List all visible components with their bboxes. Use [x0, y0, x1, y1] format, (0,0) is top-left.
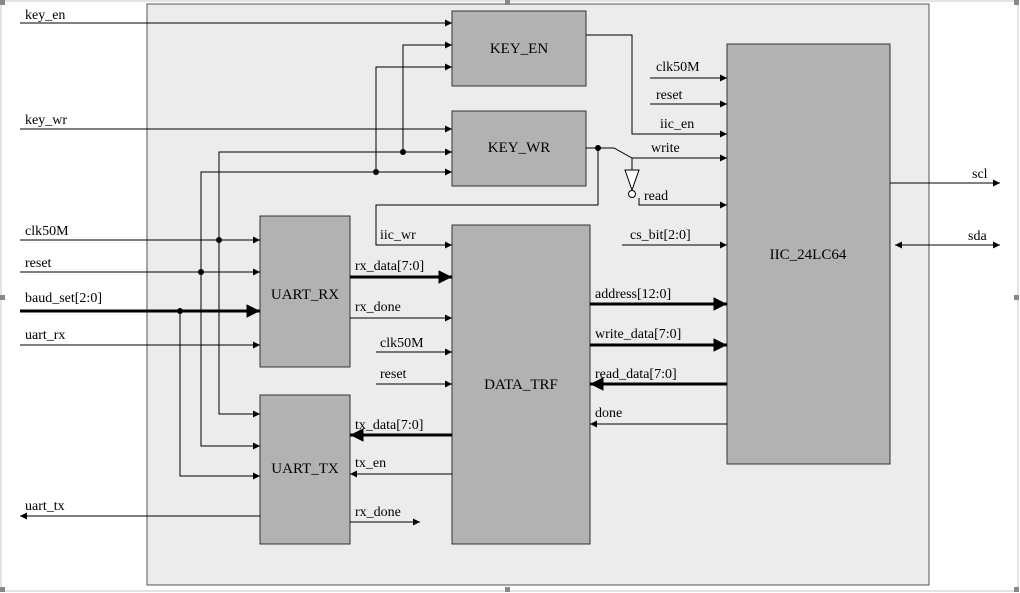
port-key-wr: key_wr	[25, 113, 67, 128]
sig-done: done	[595, 406, 622, 421]
port-uart-tx: uart_tx	[25, 499, 65, 514]
junction-dots	[177, 145, 601, 314]
sig-iic-clk: clk50M	[656, 60, 700, 75]
sig-iic-wr: iic_wr	[380, 228, 416, 243]
sig-address: address[12:0]	[595, 287, 671, 302]
sig-write: write	[651, 141, 680, 156]
key-en-label: KEY_EN	[490, 41, 548, 57]
port-uart-rx: uart_rx	[25, 328, 65, 343]
wire-clk-to-keyen	[402, 41, 452, 152]
wire-reset-to-tx	[200, 272, 260, 450]
iic-block: IIC_24LC64	[726, 43, 891, 465]
uart-rx-block: UART_RX	[259, 215, 351, 368]
sig-tx-done: rx_done	[355, 505, 401, 520]
wire-reset-vertical	[200, 168, 452, 272]
port-baud-set: baud_set[2:0]	[25, 291, 102, 306]
sig-trf-reset: reset	[380, 367, 407, 382]
port-clk50m: clk50M	[25, 224, 69, 239]
sig-rx-data: rx_data[7:0]	[355, 259, 424, 274]
sig-read: read	[644, 189, 668, 204]
port-key-en: key_en	[25, 8, 65, 23]
port-sda: sda	[968, 229, 987, 244]
sig-trf-clk: clk50M	[380, 336, 424, 351]
key-en-block: KEY_EN	[451, 10, 587, 87]
wire-clk-vertical	[218, 148, 452, 240]
sig-rx-done: rx_done	[355, 300, 401, 315]
wire-iic-wr	[375, 148, 599, 249]
uart-tx-block: UART_TX	[259, 394, 351, 545]
iic-label: IIC_24LC64	[770, 247, 847, 263]
key-wr-block: KEY_WR	[451, 110, 587, 187]
port-reset: reset	[25, 256, 52, 271]
wire-reset-to-keyen	[375, 63, 452, 172]
sig-iic-reset: reset	[656, 88, 683, 103]
data-trf-block: DATA_TRF	[451, 224, 591, 545]
sig-cs-bit: cs_bit[2:0]	[630, 228, 691, 243]
sig-read-data: read_data[7:0]	[595, 367, 677, 382]
wire-key-en-out	[586, 34, 727, 138]
wire-read	[638, 198, 727, 209]
uart-tx-label: UART_TX	[271, 461, 339, 477]
sig-write-data: write_data[7:0]	[595, 327, 681, 342]
wire-clk-to-tx	[218, 240, 260, 418]
uart-rx-label: UART_RX	[271, 287, 339, 303]
sig-tx-en: tx_en	[355, 456, 386, 471]
key-wr-label: KEY_WR	[488, 140, 551, 156]
port-scl: scl	[972, 167, 988, 182]
wire-baud-to-tx	[179, 311, 260, 480]
sig-iic-en: iic_en	[660, 117, 694, 132]
inverter-gate	[624, 169, 640, 198]
sig-tx-data: tx_data[7:0]	[355, 418, 423, 433]
data-trf-label: DATA_TRF	[484, 377, 558, 393]
